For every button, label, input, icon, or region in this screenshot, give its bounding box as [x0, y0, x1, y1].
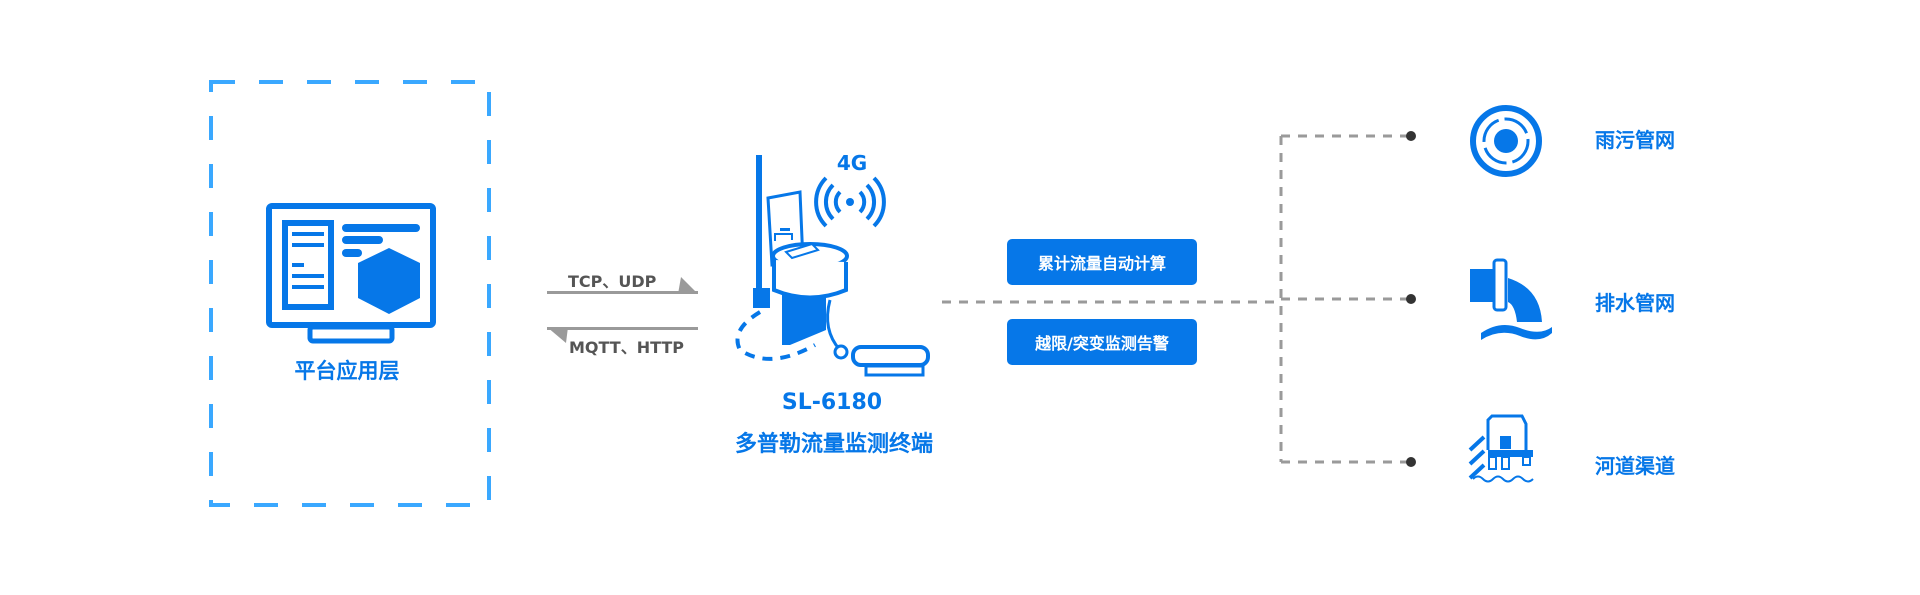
river-station-icon: [1468, 414, 1534, 483]
application-label-river: 河道渠道: [1595, 454, 1675, 478]
device-name: 多普勒流量监测终端: [734, 432, 934, 457]
connector-lines: [942, 134, 1411, 464]
downlink-arrow: [547, 327, 698, 343]
drain-pipe-icon: [1470, 258, 1552, 340]
uplink-protocol-label: TCP、UDP: [568, 272, 657, 291]
uplink-arrow: [547, 277, 698, 294]
connector-dot: [1406, 131, 1416, 141]
application-label-drainage: 排水管网: [1595, 291, 1675, 315]
platform-boundary-box: [209, 80, 491, 507]
connector-dot: [1406, 294, 1416, 304]
feature-badge-alarm: 越限/突变监测告警: [1007, 319, 1197, 365]
manhole-icon: [1470, 105, 1542, 177]
signal-4g-label: 4G: [836, 151, 868, 175]
downlink-protocol-label: MQTT、HTTP: [569, 338, 685, 357]
feature-badge-flow-calculation: 累计流量自动计算: [1007, 239, 1197, 285]
monitor-icon: [266, 203, 436, 344]
connector-dot: [1406, 457, 1416, 467]
application-label-stormwater: 雨污管网: [1595, 128, 1675, 152]
wireless-signal-icon: [814, 176, 886, 228]
device-model: SL-6180: [781, 390, 883, 415]
flow-meter-device-icon: [735, 155, 930, 377]
platform-layer-label: 平台应用层: [294, 359, 400, 383]
